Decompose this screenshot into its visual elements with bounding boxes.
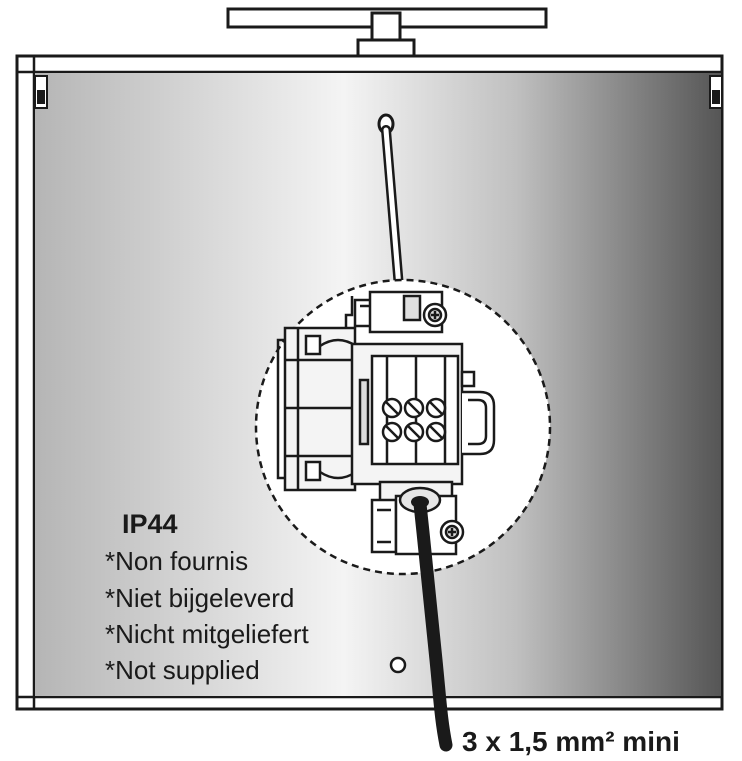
note-fr: *Non fournis <box>105 546 248 576</box>
cable-entry <box>411 496 429 508</box>
note-en: *Not supplied <box>105 655 260 685</box>
note-de: *Nicht mitgeliefert <box>105 619 310 649</box>
corner-clip-left <box>34 75 48 109</box>
top-mount-bracket <box>226 7 548 58</box>
cable-spec-label: 3 x 1,5 mm² mini <box>462 726 680 757</box>
terminal-block-assembly <box>276 290 496 556</box>
mounting-hole-bottom <box>389 656 407 674</box>
ip-rating-label: IP44 <box>122 509 178 539</box>
note-nl: *Niet bijgeleverd <box>105 583 294 613</box>
corner-clip-right <box>709 75 723 109</box>
power-cable <box>413 497 453 752</box>
